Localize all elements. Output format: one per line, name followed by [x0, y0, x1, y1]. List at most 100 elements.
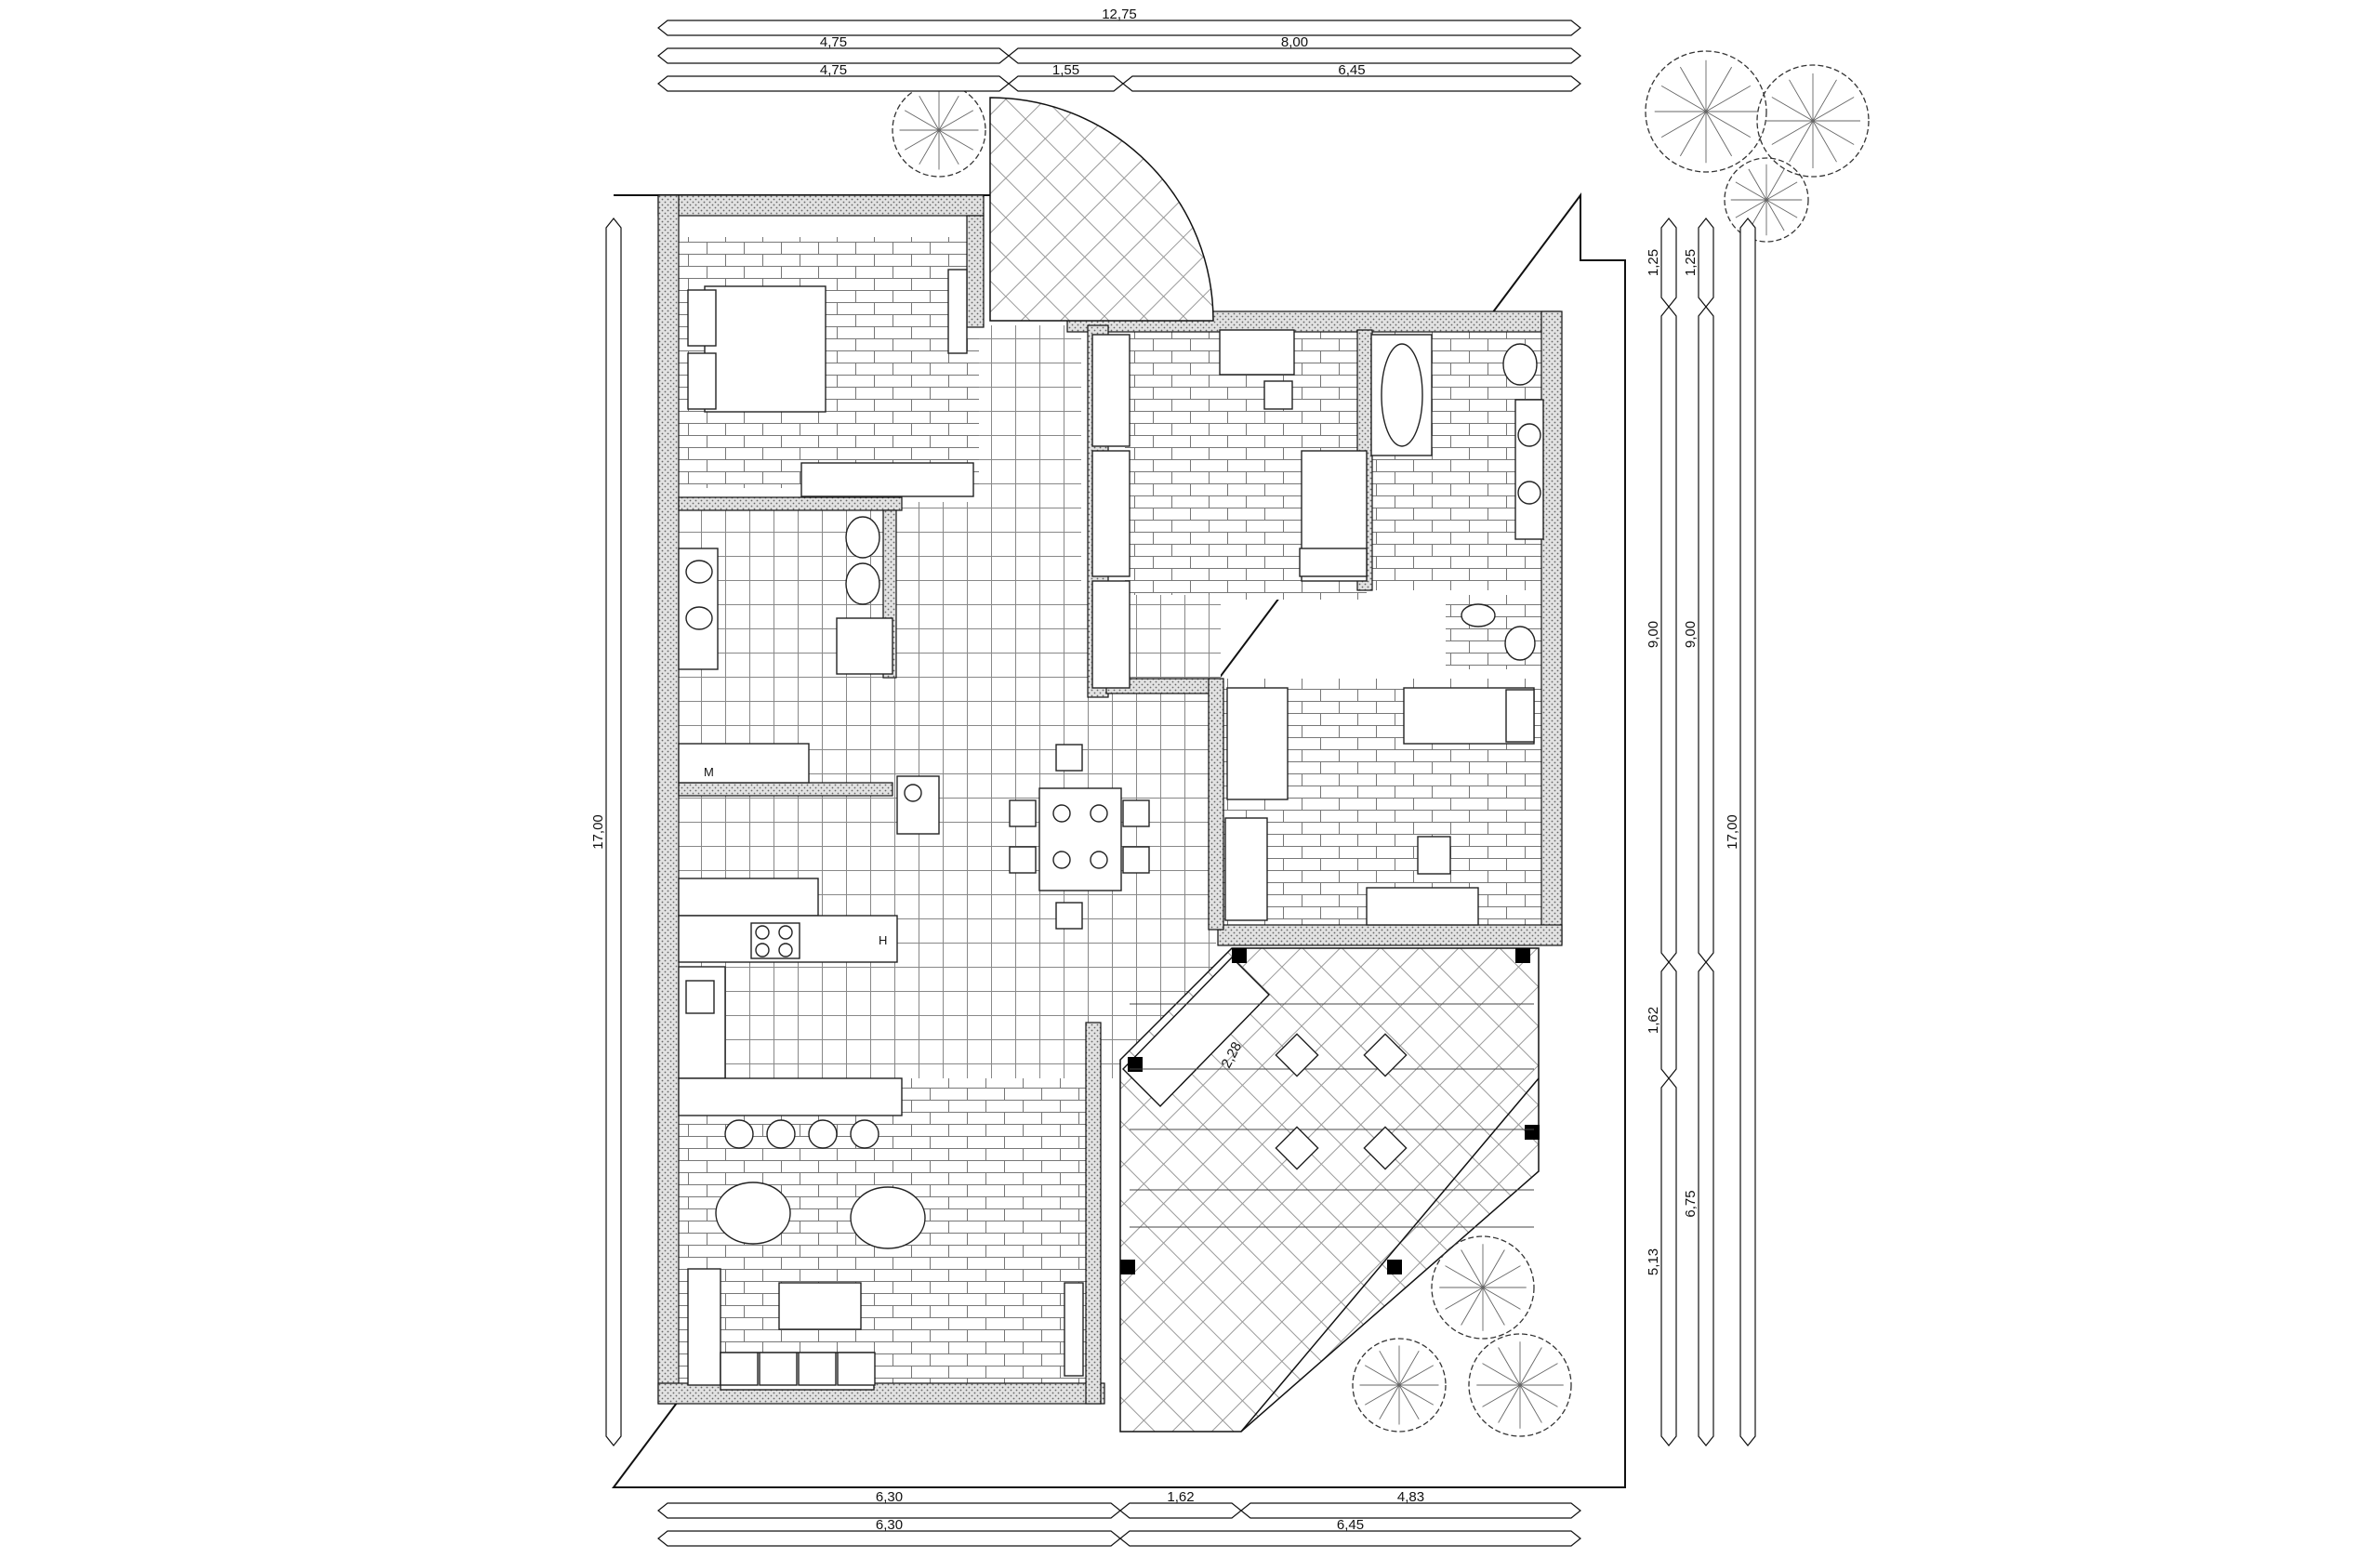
hall-cabinet-2	[1091, 450, 1130, 577]
pillow-1b	[687, 352, 717, 410]
tree-3-branch	[1812, 79, 1837, 122]
tree-4-branch	[1765, 168, 1785, 201]
wall-1	[657, 194, 985, 217]
tree-5-branch	[1461, 1287, 1484, 1326]
dining-chair-4	[1009, 846, 1037, 874]
hood-label: H	[879, 933, 887, 947]
tree-7-branch	[1498, 1384, 1521, 1423]
dim-right-col2-label-1: 1,25	[1683, 249, 1699, 276]
tree-2	[1645, 50, 1767, 173]
dining-chair-1	[1055, 744, 1083, 772]
tree-2-branch	[1705, 111, 1733, 157]
dim-right-col1-seg-4	[1660, 1077, 1677, 1446]
dining-table	[1038, 787, 1122, 891]
dining-chair-2	[1055, 902, 1083, 930]
tree-4-branch	[1765, 199, 1785, 231]
pergola-terrace	[989, 97, 1540, 1433]
tree-5-branch	[1482, 1265, 1521, 1288]
pillow-2	[1299, 548, 1368, 577]
tree-5-branch	[1445, 1287, 1484, 1310]
tree-2-branch	[1660, 85, 1707, 112]
dim-bottom-row1-seg-2	[1119, 1502, 1242, 1519]
wall-14	[678, 782, 893, 797]
sofa-cushion-4	[837, 1352, 876, 1386]
tree-3-branch	[1812, 120, 1837, 163]
desk-3	[1366, 887, 1479, 926]
tree-5-branch	[1445, 1265, 1484, 1288]
dim-right-col1-label-3: 1,62	[1646, 1007, 1661, 1034]
dining-chair-3	[1009, 799, 1037, 827]
pillow-3	[1505, 689, 1535, 743]
dim-bottom-row2-seg-1	[657, 1530, 1121, 1547]
dim-top-row2-label-1: 4,75	[820, 34, 847, 50]
bar-stool-2	[766, 1119, 796, 1149]
tree-6-branch	[1364, 1365, 1400, 1386]
tree-2-branch	[1705, 111, 1752, 139]
kitchen-sink	[685, 980, 715, 1014]
tree-1-branch	[904, 110, 940, 131]
pergola-post-1	[1128, 1057, 1143, 1072]
tree-5-branch	[1482, 1287, 1521, 1310]
tree-3-branch	[1812, 97, 1855, 122]
furniture	[678, 269, 1544, 1391]
dim-right-col1-seg-3	[1660, 961, 1677, 1079]
burner-4	[778, 943, 793, 957]
tree-6-branch	[1398, 1384, 1435, 1406]
dim-bottom-row1-label-2: 1,62	[1167, 1489, 1194, 1505]
dining-chair-5	[1122, 799, 1150, 827]
wall-6	[1540, 310, 1563, 944]
sofa-arm-left	[687, 1268, 721, 1386]
burner-1	[755, 925, 770, 940]
corridor-floor	[900, 502, 988, 679]
tree-3-branch	[1771, 97, 1814, 122]
tree-7-branch	[1519, 1384, 1542, 1423]
dim-bottom-row2-seg-2	[1119, 1530, 1581, 1547]
tree-1-branch	[938, 95, 959, 131]
wall-10	[1208, 678, 1224, 931]
tree-6-branch	[1398, 1384, 1420, 1420]
dim-top-row3-label-2: 1,55	[1052, 62, 1079, 78]
dim-right-col1-label-1: 1,25	[1646, 249, 1661, 276]
wc-floor	[1446, 595, 1553, 669]
tree-3-branch	[1789, 120, 1814, 163]
dim-left-seg-1	[605, 218, 622, 1446]
tree-5	[1431, 1235, 1535, 1340]
bar-stool-1	[724, 1119, 754, 1149]
tree-7	[1468, 1333, 1572, 1437]
hall-cabinet-1	[1091, 334, 1130, 447]
dim-bottom-row1-seg-1	[657, 1502, 1121, 1519]
dim-right-col1-seg-1	[1660, 218, 1677, 308]
toilet-2	[1502, 343, 1538, 386]
tree-6-branch	[1379, 1384, 1400, 1420]
pergola-post-2	[1232, 948, 1247, 963]
tree-1-branch	[938, 129, 974, 151]
dim-right-col1-label-2: 9,00	[1646, 621, 1661, 648]
dim-top-row2-label-2: 8,00	[1281, 34, 1308, 50]
bidet-1	[845, 562, 880, 605]
terrace-chair-4	[1363, 1126, 1408, 1170]
tree-2-branch	[1660, 111, 1707, 139]
vanity-2	[1514, 399, 1544, 540]
dim-right-col2-label-3: 6,75	[1683, 1190, 1699, 1217]
tv-console	[1064, 1282, 1084, 1377]
plate-3	[1052, 851, 1071, 869]
wardrobe-1	[800, 462, 974, 497]
fridge-dial	[904, 784, 922, 802]
dim-top-row2-seg-2	[1008, 47, 1581, 64]
plate-2	[1090, 804, 1108, 823]
sink-2b	[1517, 481, 1541, 505]
dim-bottom-row1-seg-3	[1240, 1502, 1581, 1519]
shower-1	[836, 617, 893, 675]
tree-4	[1724, 157, 1809, 243]
dim-right-col2-seg-2	[1698, 306, 1714, 963]
pergola-post-5	[1120, 1260, 1135, 1274]
tree-6-branch	[1379, 1350, 1400, 1386]
tree-7-branch	[1519, 1384, 1558, 1407]
entry-porch	[989, 97, 1214, 322]
dim-top-row3-label-1: 4,75	[820, 62, 847, 78]
tree-5-branch	[1461, 1249, 1484, 1288]
dim-top-row2-seg-1	[657, 47, 1010, 64]
armchair-2	[850, 1186, 926, 1249]
plate-1	[1052, 804, 1071, 823]
